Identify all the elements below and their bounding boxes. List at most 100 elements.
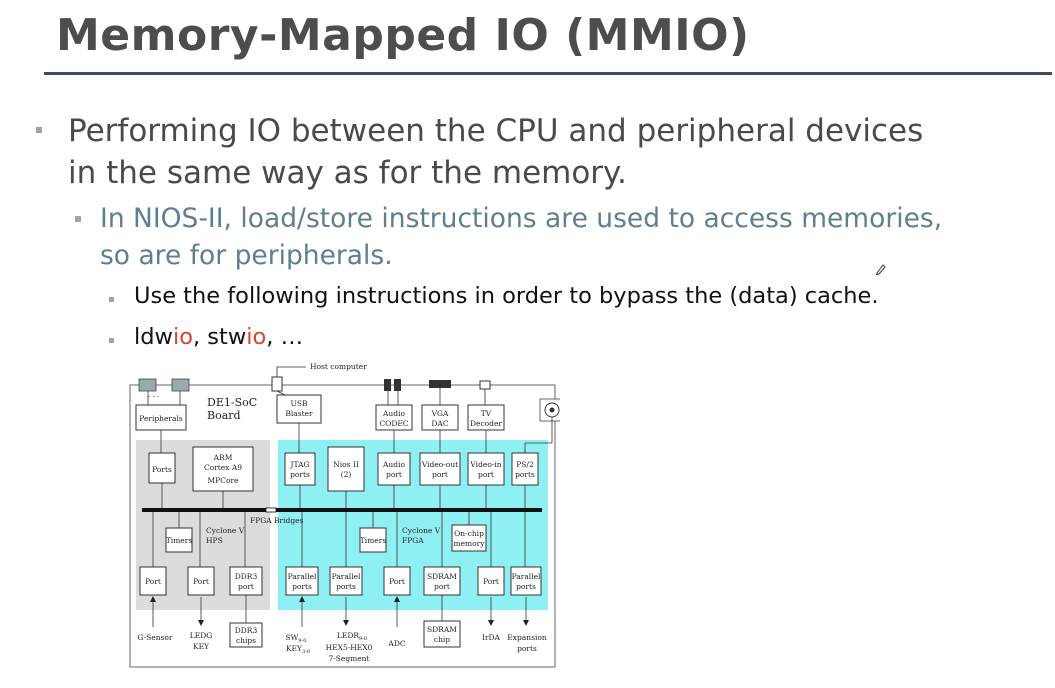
arm-label-2: Cortex A9 (204, 463, 242, 472)
host-line (276, 366, 306, 377)
audio-jack-2 (394, 379, 401, 391)
port2-label: Port (193, 577, 209, 586)
cyclone-hps-label-1: Cyclone V (206, 526, 245, 535)
audio-codec-label-1: Audio (382, 409, 405, 418)
irda-label: IrDA (482, 633, 501, 642)
vga-connector (429, 380, 451, 388)
par3-label-1: Parallel (512, 572, 541, 581)
bullet-level2: In NIOS-II, load/store instructions are … (100, 200, 942, 274)
bullet-level3-first: Use the following instructions in order … (134, 283, 879, 309)
pencil-cursor-icon (875, 264, 886, 276)
vga-dac-label-2: DAC (431, 419, 448, 428)
seven-seg-label: 7-Segment (328, 654, 369, 663)
jtag-label-2: ports (290, 470, 310, 479)
onchip-memory-box (451, 524, 487, 552)
peripheral-dots: · · · (148, 393, 159, 401)
video-in-label-2: port (478, 470, 494, 479)
parallel-ports-1-box (285, 566, 319, 596)
usb-label-2: Blaster (285, 409, 313, 418)
key-sub-label: KEY3-0 (286, 644, 310, 655)
timers-hps-label: Timers (166, 536, 193, 545)
port4-label: Port (483, 577, 499, 586)
jtag-label-1: JTAG (289, 460, 309, 469)
audio-port-label-1: Audio (382, 460, 405, 469)
peripherals-label: Peripherals (139, 414, 183, 423)
fpga-bridges-label: FPGA Bridges (250, 516, 304, 525)
ddr3-port-box (229, 566, 263, 596)
par3-label-2: ports (516, 582, 536, 591)
ledr-label: LEDR9-0 (337, 631, 367, 642)
audio-jack-1 (384, 379, 391, 391)
par1-label-2: ports (292, 582, 312, 591)
ddr3-port-label-2: port (238, 582, 254, 591)
timers-fpga-label: Timers (360, 536, 387, 545)
connector-2 (171, 378, 190, 392)
port-ledg-box (187, 566, 215, 596)
sdram-chip-label-1: SDRAM (427, 625, 457, 634)
usb-label-1: USB (291, 399, 308, 408)
sdram-port-label-2: port (434, 582, 450, 591)
hps-bus (142, 508, 266, 512)
timers-fpga-box (359, 527, 387, 553)
par2-label-1: Parallel (332, 572, 361, 581)
sdram-port-label-1: SDRAM (427, 572, 457, 581)
instr-ldw: ldw (134, 324, 173, 350)
bullet-level3-marker-1 (109, 297, 114, 302)
ddr3-chips-label-1: DDR3 (235, 626, 258, 635)
timers-hps-box (165, 527, 193, 553)
video-out-label-1: Video-out (421, 460, 458, 469)
title-underline (44, 72, 1052, 75)
ps2-label-1: PS/2 (516, 460, 534, 469)
onchip-label-2: memory (454, 539, 486, 548)
tv-decoder-label-2: Decoder (470, 419, 502, 428)
onchip-label-1: On-chip (454, 529, 484, 538)
sdram-port-box (423, 566, 461, 596)
port-irda-box (477, 566, 505, 596)
port-adc-box (383, 566, 411, 596)
fpga-bus (276, 508, 542, 512)
arm-box (192, 446, 254, 492)
cyclone-fpga-label-1: Cyclone V (402, 526, 441, 535)
par2-label-2: ports (336, 582, 356, 591)
instr-io-highlight-2: io (246, 324, 267, 350)
port3-label: Port (389, 577, 405, 586)
board-label-line2: Board (207, 409, 241, 422)
cyclone-fpga-label-2: FPGA (402, 536, 424, 545)
audio-port-label-2: port (386, 470, 402, 479)
sw-label: SW9-0 (286, 633, 307, 644)
adc-label: ADC (387, 639, 405, 648)
bullet-level1-marker (36, 127, 42, 133)
bullet-level3-marker-2 (109, 338, 114, 343)
nios-label-2: (2) (341, 470, 352, 479)
port-gsensor-box (139, 566, 167, 596)
audio-codec-label-2: CODEC (379, 419, 408, 428)
video-in-box (467, 452, 505, 486)
board-label-line1: DE1-SoC (207, 396, 257, 409)
tv-decoder-label-1: TV (481, 409, 492, 418)
hps-ports-label: Ports (152, 465, 172, 474)
vga-dac-box (421, 404, 459, 431)
parallel-ports-2-box (329, 566, 363, 596)
par1-label-1: Parallel (288, 572, 317, 581)
audio-port-box (377, 452, 411, 486)
bullet-level2-line1: In NIOS-II, load/store instructions are … (100, 203, 943, 234)
video-in-label-1: Video-in (469, 460, 501, 469)
bridge-gap (265, 507, 277, 513)
bullet-level1-line1: Performing IO between the CPU and periph… (68, 113, 924, 149)
ddr3-chips-box (229, 622, 263, 648)
connector-1 (138, 378, 157, 392)
vga-dac-label-1: VGA (431, 409, 449, 418)
slide-title: Memory-Mapped IO (MMIO) (56, 10, 750, 61)
jtag-ports-box (284, 452, 316, 486)
ps2-ports-box (511, 452, 539, 486)
bullet-level3-second: ldwio, stwio, … (134, 324, 303, 350)
usb-connector (271, 376, 283, 392)
cyclone-hps-label-2: HPS (206, 536, 223, 545)
bullet-level2-marker (75, 216, 81, 222)
expansion-label-2: ports (517, 644, 537, 653)
de1-soc-block-diagram: · · · Host computer DE1-SoC Board Periph… (129, 362, 560, 668)
ddr3-chips-label-2: chips (236, 636, 256, 645)
instr-stw: , stw (192, 324, 247, 350)
port1-label: Port (145, 577, 161, 586)
sdram-chip-box (423, 620, 461, 648)
